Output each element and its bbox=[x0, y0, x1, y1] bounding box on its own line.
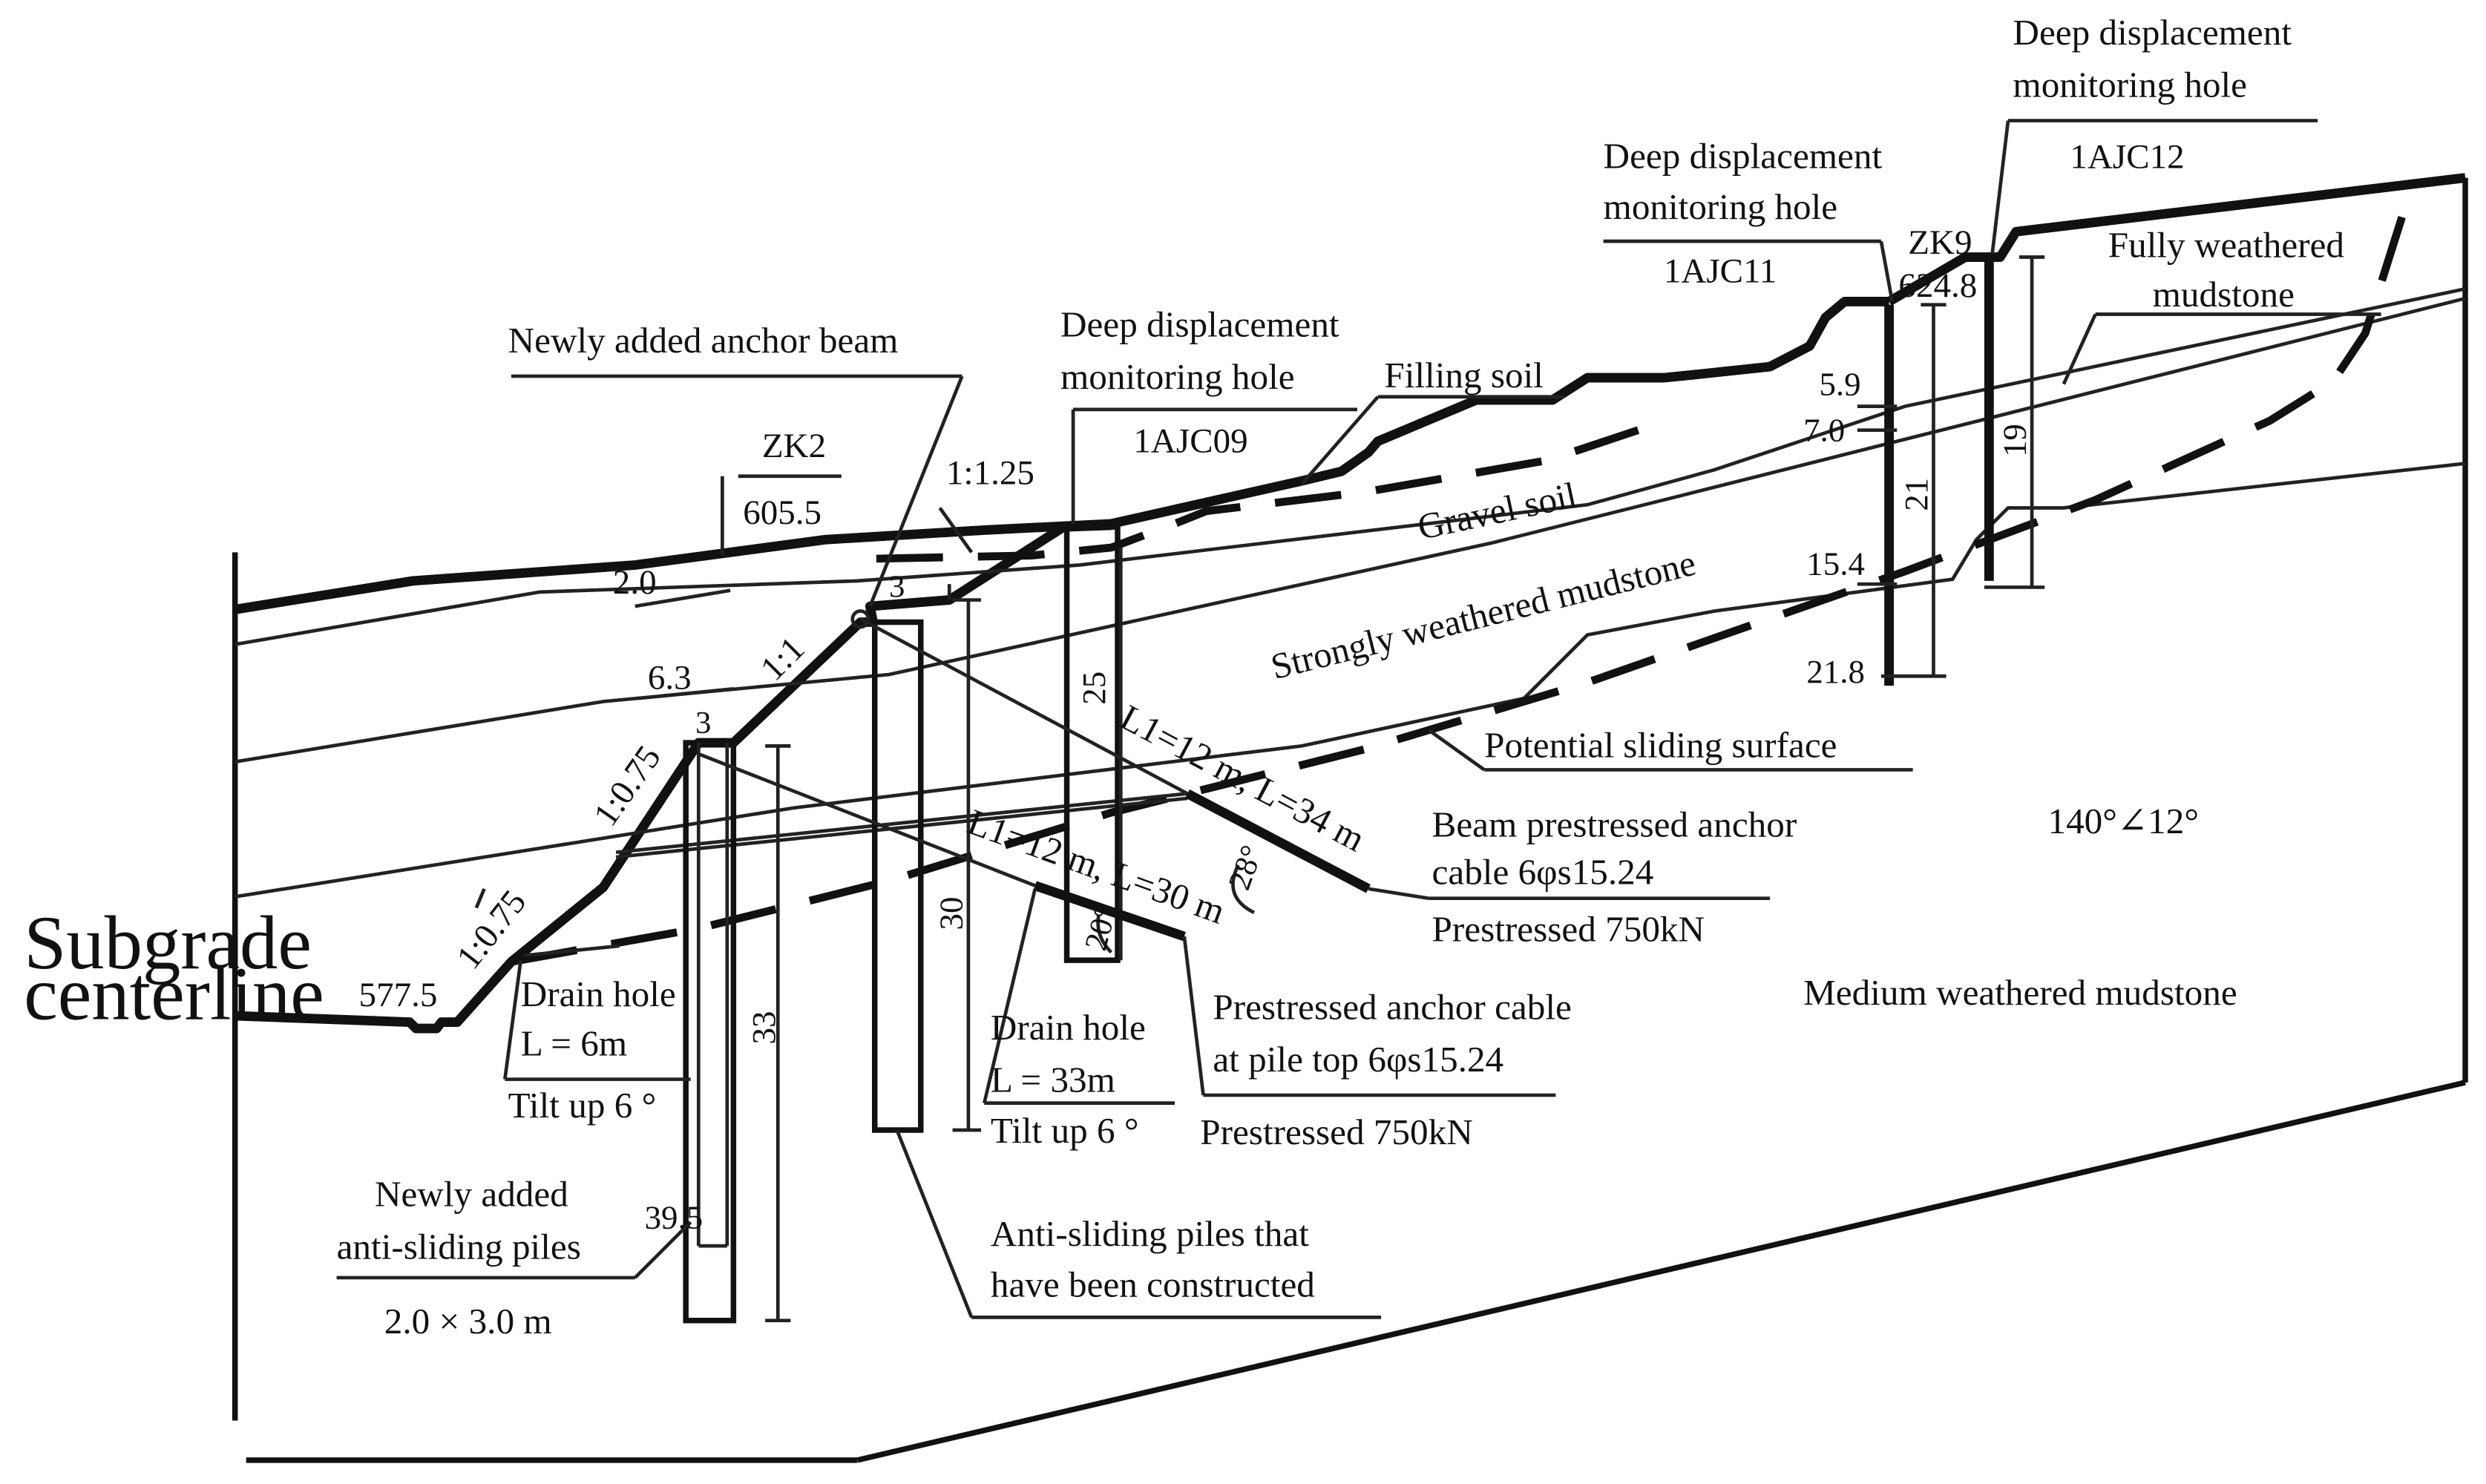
label-new-piles-2: anti-sliding piles bbox=[337, 1226, 581, 1267]
label-drain-b-2: L = 33m bbox=[991, 1060, 1115, 1100]
label-subgrade: Subgrade bbox=[24, 902, 312, 985]
label-attitude: 140°∠12° bbox=[2047, 801, 2199, 841]
label-fully-weathered-1: Fully weathered bbox=[2108, 225, 2344, 266]
label-depth-6-3: 6.3 bbox=[648, 658, 692, 697]
label-zk2: ZK2 bbox=[762, 427, 826, 465]
label-length-25: 25 bbox=[1075, 672, 1112, 705]
label-berm-3b: 3 bbox=[889, 569, 905, 604]
label-beam-cable-2: cable 6φs15.24 bbox=[1432, 851, 1654, 892]
label-prestressed-b: Prestressed 750kN bbox=[1200, 1112, 1473, 1152]
label-length-33: 33 bbox=[745, 1011, 782, 1045]
label-ddmh-c-2: monitoring hole bbox=[2013, 64, 2247, 105]
label-berm-3a: 3 bbox=[695, 706, 711, 741]
cut-slope bbox=[235, 520, 1112, 1034]
label-new-piles-3: 2.0 × 3.0 m bbox=[384, 1301, 552, 1342]
label-1ajc11: 1AJC11 bbox=[1664, 252, 1777, 291]
label-elev-624: 624.8 bbox=[1898, 266, 1977, 305]
potential-sliding-surface bbox=[510, 181, 2417, 966]
drain-hole-line-top bbox=[615, 792, 1188, 855]
label-elev-605: 605.5 bbox=[743, 493, 821, 532]
label-slope-1-125: 1:1.25 bbox=[946, 453, 1034, 492]
label-gravel-soil: Gravel soil bbox=[1414, 474, 1580, 548]
label-length-21: 21 bbox=[1898, 478, 1935, 511]
label-old-piles-2: have been constructed bbox=[991, 1264, 1315, 1305]
monitoring-hole-1ajc09 bbox=[1063, 524, 1121, 963]
label-prestressed-a: Prestressed 750kN bbox=[1432, 908, 1705, 949]
label-filling-soil: Filling soil bbox=[1384, 355, 1544, 395]
label-drain-b-3: Tilt up 6 ° bbox=[991, 1110, 1139, 1151]
label-length-30: 30 bbox=[932, 897, 969, 930]
label-depth-21-8: 21.8 bbox=[1806, 653, 1865, 690]
label-1ajc09: 1AJC09 bbox=[1133, 422, 1247, 461]
label-depth-5-9: 5.9 bbox=[1819, 366, 1860, 403]
drain-hole-line bbox=[615, 796, 1188, 859]
label-fully-weathered-2: mudstone bbox=[2153, 274, 2295, 315]
label-depth-15-4: 15.4 bbox=[1806, 545, 1865, 582]
label-1ajc12: 1AJC12 bbox=[2070, 138, 2184, 177]
label-pile-top-1: Prestressed anchor cable bbox=[1213, 986, 1571, 1027]
label-drain-b-1: Drain hole bbox=[991, 1007, 1146, 1048]
stratum-boundaries bbox=[235, 287, 2466, 899]
ground-surface bbox=[234, 173, 2466, 614]
label-ddmh-c-1: Deep displacement bbox=[2013, 12, 2292, 53]
label-drain-a-2: L = 6m bbox=[521, 1022, 627, 1063]
label-depth-7-0: 7.0 bbox=[1803, 412, 1845, 449]
label-ddmh-b-2: monitoring hole bbox=[1604, 186, 1838, 227]
label-ddmh-a-2: monitoring hole bbox=[1060, 356, 1295, 397]
leader-lines bbox=[336, 119, 2381, 1319]
label-elev-577: 577.5 bbox=[359, 976, 438, 1014]
label-pile-top-2: at pile top 6φs15.24 bbox=[1213, 1039, 1503, 1080]
label-medium-weathered: Medium weathered mudstone bbox=[1803, 972, 2237, 1013]
label-potential-sliding: Potential sliding surface bbox=[1484, 724, 1837, 765]
anchor-cables bbox=[698, 609, 1371, 954]
label-centerline: centerline bbox=[24, 952, 324, 1036]
label-new-anchor-beam: Newly added anchor beam bbox=[508, 320, 899, 361]
label-drain-a-3: Tilt up 6 ° bbox=[508, 1085, 657, 1126]
dimension-lines bbox=[634, 255, 2045, 1323]
label-angle-28: 28° bbox=[1222, 841, 1270, 894]
label-depth-2-0: 2.0 bbox=[613, 563, 657, 602]
drain-hole-lower bbox=[523, 944, 620, 958]
label-ddmh-b-1: Deep displacement bbox=[1604, 136, 1883, 177]
label-zk9: ZK9 bbox=[1908, 223, 1972, 262]
label-length-19: 19 bbox=[1996, 424, 2033, 457]
label-length-39-5: 39.5 bbox=[645, 1199, 704, 1236]
label-beam-cable-1: Beam prestressed anchor bbox=[1432, 804, 1797, 844]
section-frame bbox=[232, 177, 2468, 1463]
label-old-piles-1: Anti-sliding piles that bbox=[991, 1213, 1309, 1254]
new-anti-sliding-pile bbox=[683, 740, 737, 1324]
label-drain-a-1: Drain hole bbox=[521, 974, 676, 1014]
label-new-piles-1: Newly added bbox=[375, 1174, 568, 1215]
label-slope-1-075a: 1:0.75 bbox=[586, 739, 669, 833]
label-ddmh-a-1: Deep displacement bbox=[1060, 303, 1339, 344]
label-cable-upper: L1=12 m, L=34 m bbox=[1114, 697, 1371, 860]
